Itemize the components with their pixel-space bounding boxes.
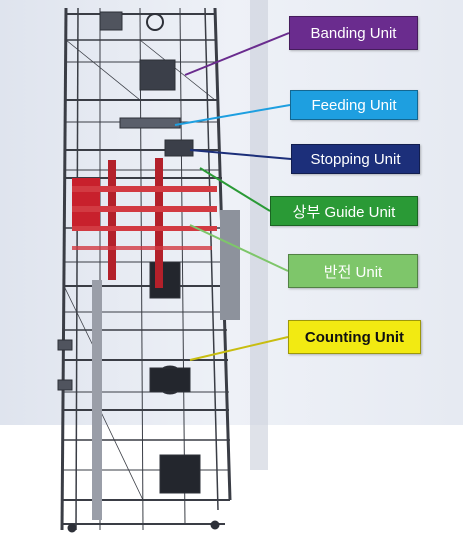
lower-motor <box>159 454 201 494</box>
guide-plate-1 <box>108 160 116 280</box>
guide-plate-2 <box>155 158 163 288</box>
guide-section <box>72 158 217 288</box>
stopping-block <box>164 139 194 157</box>
guide-band-3 <box>72 226 217 231</box>
counting-motor-body <box>149 367 191 393</box>
left-flange-1 <box>57 339 73 351</box>
guide-band-1 <box>72 186 217 192</box>
flip-unit-label: 반전 Unit <box>288 254 418 288</box>
top-wheel <box>146 13 164 31</box>
feeding-unit-label: Feeding Unit <box>290 90 418 120</box>
stopping-unit-label: Stopping Unit <box>291 144 420 174</box>
lower-background <box>0 425 463 555</box>
leader-feeding <box>174 104 291 126</box>
caster-left <box>67 523 77 533</box>
guide-band-2 <box>72 206 217 212</box>
guide-panel-left <box>72 178 100 230</box>
leader-counting <box>189 336 289 361</box>
leader-guide <box>199 167 271 212</box>
machine-shadow <box>250 0 268 470</box>
banding-unit-label: Banding Unit <box>289 16 418 50</box>
leader-flip <box>189 224 289 272</box>
upper-motor <box>149 261 181 299</box>
banding-head <box>139 59 176 91</box>
counting-unit-label: Counting Unit <box>288 320 421 354</box>
leader-banding <box>184 32 290 76</box>
feeding-roller <box>119 117 181 129</box>
caster-right <box>210 520 220 530</box>
leader-stopping <box>189 149 292 160</box>
guide-band-4 <box>72 246 212 250</box>
side-box <box>220 210 240 320</box>
machine-details <box>57 11 240 533</box>
guide-unit-label: 상부 Guide Unit <box>270 196 418 226</box>
left-flange-2 <box>57 379 73 391</box>
leader-lines <box>174 32 292 361</box>
top-gear-block <box>99 11 123 31</box>
left-column <box>92 280 102 520</box>
